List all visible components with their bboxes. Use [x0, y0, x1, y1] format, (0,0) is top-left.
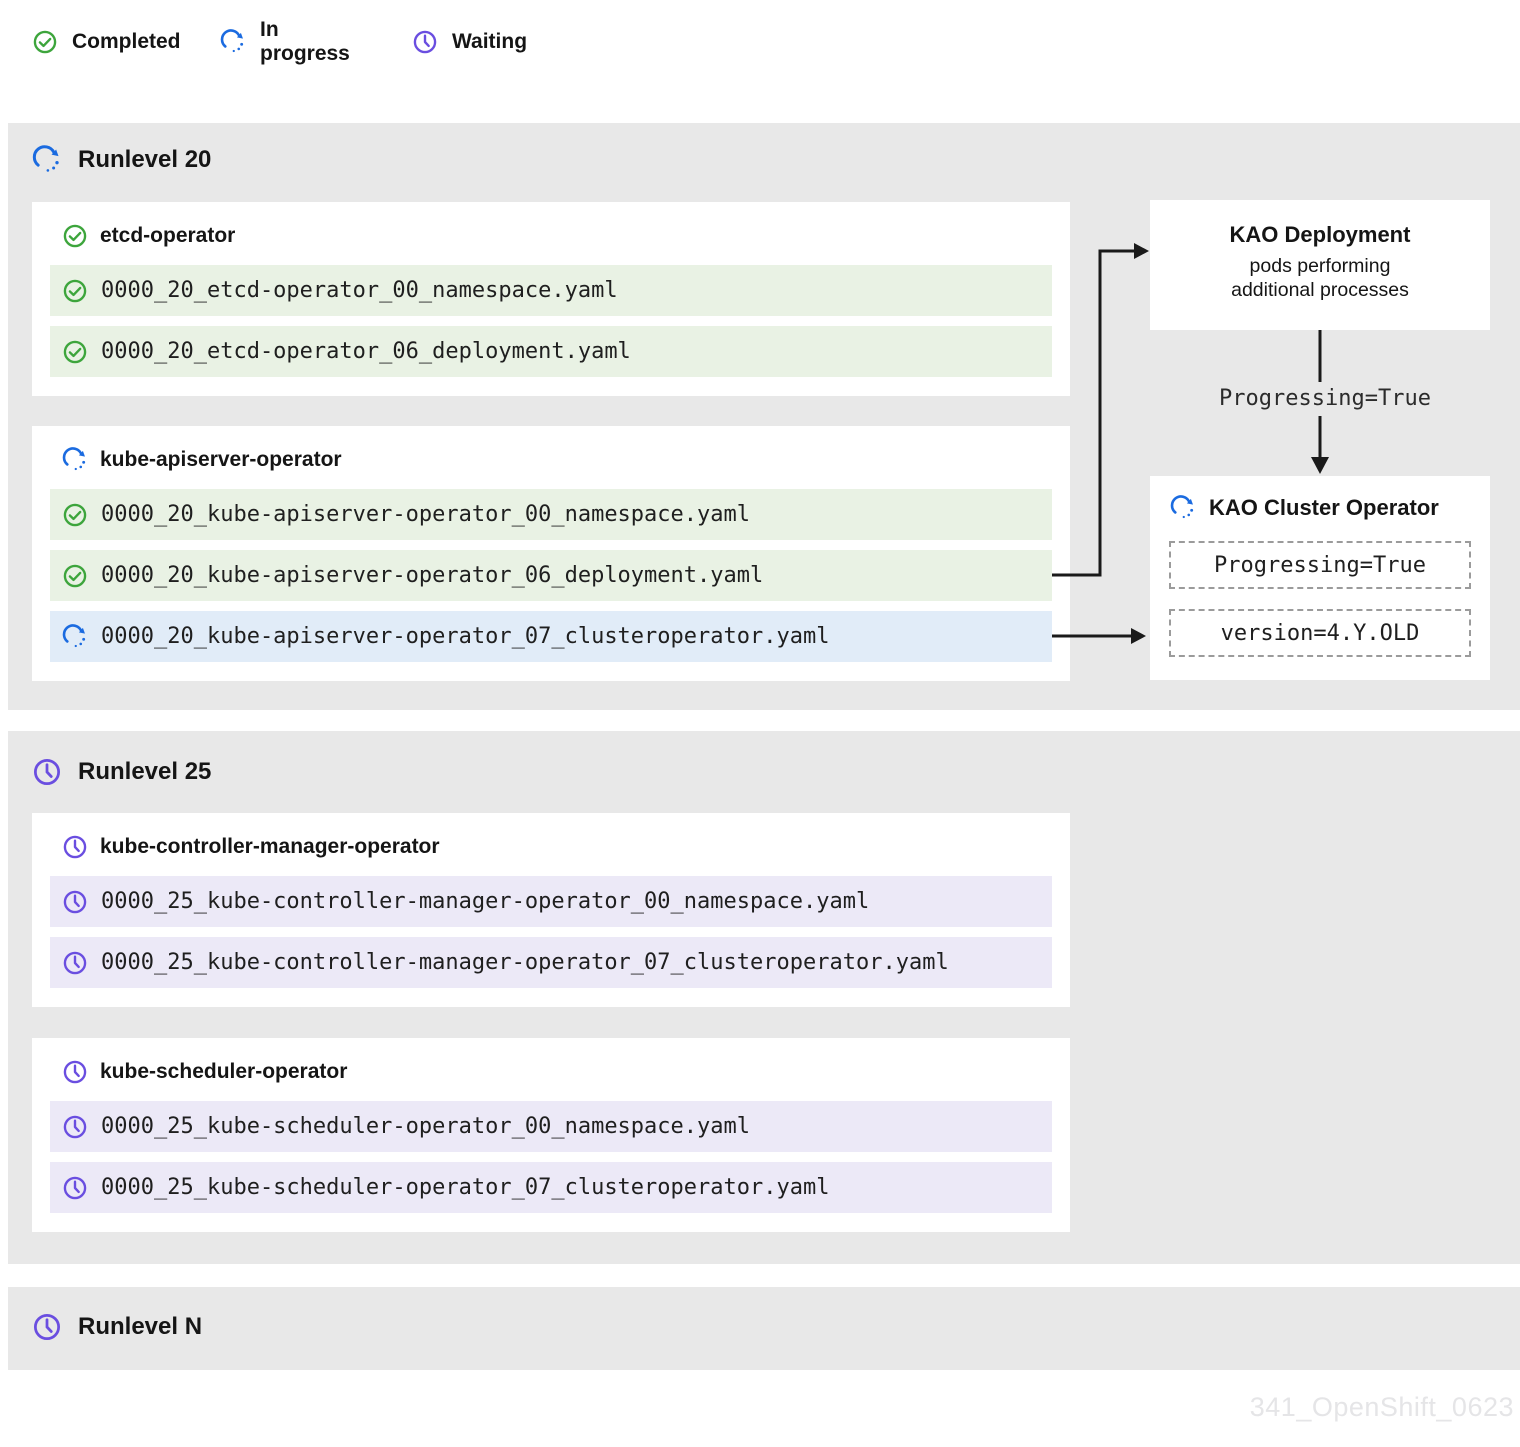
waiting-icon: [62, 1175, 88, 1201]
section-runlevel-n: Runlevel N: [8, 1287, 1520, 1370]
kube-apiserver-operator-title-row: kube-apiserver-operator: [62, 445, 1052, 475]
file-name: 0000_25_kube-scheduler-operator_07_clust…: [101, 1175, 829, 1200]
waiting-icon: [62, 889, 88, 915]
runlevel-25-header: Runlevel 25: [32, 757, 211, 787]
file-row: 0000_25_kube-controller-manager-operator…: [50, 876, 1052, 927]
completed-icon: [62, 278, 88, 304]
waiting-icon: [62, 1114, 88, 1140]
legend-label-in-progress: In progress: [260, 18, 350, 66]
legend-item-waiting: Waiting: [412, 29, 527, 55]
file-row: 0000_25_kube-scheduler-operator_00_names…: [50, 1101, 1052, 1152]
completed-icon: [32, 29, 58, 55]
section-runlevel-20: Runlevel 20 etcd-operator 0000_20_etcd-o…: [8, 123, 1520, 710]
in-progress-icon: [62, 624, 88, 650]
file-row: 0000_20_kube-apiserver-operator_07_clust…: [50, 611, 1052, 662]
file-name: 0000_20_kube-apiserver-operator_06_deplo…: [101, 563, 763, 588]
card-kube-scheduler-operator: kube-scheduler-operator 0000_25_kube-sch…: [32, 1038, 1070, 1232]
completed-icon: [62, 223, 88, 249]
kao-cluster-operator-box: KAO Cluster Operator Progressing=True ve…: [1150, 476, 1490, 680]
in-progress-icon: [1170, 495, 1196, 521]
file-row: 0000_20_kube-apiserver-operator_06_deplo…: [50, 550, 1052, 601]
kao-deployment-subtitle-line2: additional processes: [1150, 278, 1490, 302]
kao-deployment-subtitle-line1: pods performing: [1150, 254, 1490, 278]
legend-label-waiting: Waiting: [452, 30, 527, 54]
runlevel-n-title: Runlevel N: [78, 1313, 202, 1341]
runlevel-20-title: Runlevel 20: [78, 146, 211, 174]
runlevel-25-title: Runlevel 25: [78, 758, 211, 786]
file-name: 0000_20_etcd-operator_06_deployment.yaml: [101, 339, 631, 364]
etcd-operator-title-row: etcd-operator: [62, 221, 1052, 251]
condition-progressing: Progressing=True: [1169, 541, 1471, 589]
runlevel-n-header: Runlevel N: [32, 1312, 202, 1342]
kube-controller-manager-operator-title: kube-controller-manager-operator: [100, 835, 440, 859]
file-name: 0000_20_etcd-operator_00_namespace.yaml: [101, 278, 618, 303]
section-runlevel-25: Runlevel 25 kube-controller-manager-oper…: [8, 731, 1520, 1264]
waiting-icon: [62, 1059, 88, 1085]
file-name: 0000_20_kube-apiserver-operator_00_names…: [101, 502, 750, 527]
completed-icon: [62, 502, 88, 528]
completed-icon: [62, 339, 88, 365]
kube-scheduler-operator-title-row: kube-scheduler-operator: [62, 1057, 1052, 1087]
card-kube-apiserver-operator: kube-apiserver-operator 0000_20_kube-api…: [32, 426, 1070, 681]
waiting-icon: [62, 834, 88, 860]
waiting-icon: [412, 29, 438, 55]
condition-version: version=4.Y.OLD: [1169, 609, 1471, 657]
runlevel-20-header: Runlevel 20: [32, 145, 211, 175]
legend-item-completed: Completed: [32, 29, 181, 55]
file-row: 0000_20_etcd-operator_06_deployment.yaml: [50, 326, 1052, 377]
kao-deployment-box: KAO Deployment pods performing additiona…: [1150, 200, 1490, 330]
card-kube-controller-manager-operator: kube-controller-manager-operator 0000_25…: [32, 813, 1070, 1007]
progressing-arrow-label: Progressing=True: [1185, 386, 1465, 411]
kube-controller-manager-operator-title-row: kube-controller-manager-operator: [62, 832, 1052, 862]
in-progress-icon: [220, 29, 246, 55]
file-row: 0000_20_etcd-operator_00_namespace.yaml: [50, 265, 1052, 316]
in-progress-icon: [32, 145, 62, 175]
file-row: 0000_20_kube-apiserver-operator_00_names…: [50, 489, 1052, 540]
kao-cluster-operator-title-row: KAO Cluster Operator: [1170, 495, 1490, 521]
file-name: 0000_25_kube-controller-manager-operator…: [101, 950, 949, 975]
file-name: 0000_20_kube-apiserver-operator_07_clust…: [101, 624, 829, 649]
file-name: 0000_25_kube-scheduler-operator_00_names…: [101, 1114, 750, 1139]
kao-cluster-operator-title: KAO Cluster Operator: [1209, 495, 1439, 521]
completed-icon: [62, 563, 88, 589]
legend-item-in-progress: In progress: [220, 18, 350, 66]
waiting-icon: [62, 950, 88, 976]
kao-deployment-title: KAO Deployment: [1150, 222, 1490, 248]
watermark: 341_OpenShift_0623: [1250, 1392, 1514, 1423]
etcd-operator-title: etcd-operator: [100, 224, 235, 248]
file-row: 0000_25_kube-scheduler-operator_07_clust…: [50, 1162, 1052, 1213]
waiting-icon: [32, 1312, 62, 1342]
in-progress-icon: [62, 447, 88, 473]
kao-deployment-subtitle: pods performing additional processes: [1150, 254, 1490, 302]
kube-apiserver-operator-title: kube-apiserver-operator: [100, 448, 342, 472]
card-etcd-operator: etcd-operator 0000_20_etcd-operator_00_n…: [32, 202, 1070, 396]
legend-label-completed: Completed: [72, 30, 181, 54]
file-row: 0000_25_kube-controller-manager-operator…: [50, 937, 1052, 988]
kube-scheduler-operator-title: kube-scheduler-operator: [100, 1060, 347, 1084]
file-name: 0000_25_kube-controller-manager-operator…: [101, 889, 869, 914]
waiting-icon: [32, 757, 62, 787]
